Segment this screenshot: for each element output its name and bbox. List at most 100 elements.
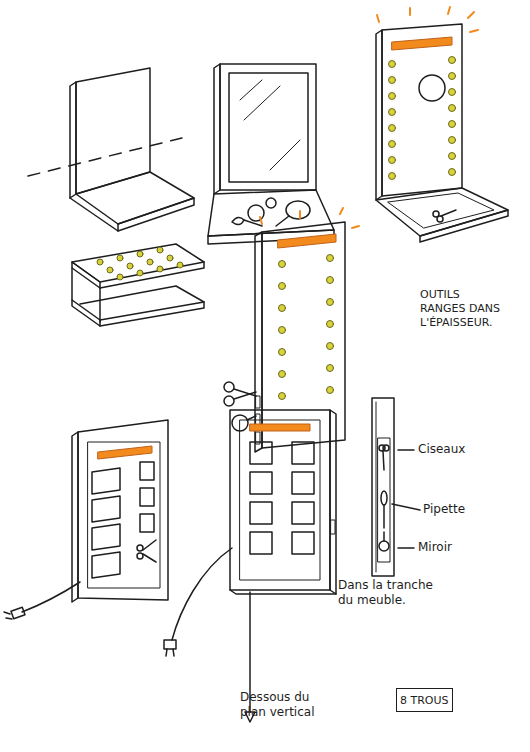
lit-panel-sketch-stroke-stroke xyxy=(389,157,396,164)
open-cabinet-sketch-stroke xyxy=(140,462,154,480)
open-cabinet-sketch-stroke xyxy=(137,545,143,551)
open-cabinet-sketch-stroke xyxy=(88,442,160,588)
shelf-sketch-stroke-stroke xyxy=(117,255,123,261)
panel-tools-sketch-stroke-stroke xyxy=(327,365,334,372)
lit-panel-sketch-stroke xyxy=(377,7,478,32)
edge-view-sketch-stroke xyxy=(379,541,389,551)
mirror-tray-sketch-stroke xyxy=(229,73,308,182)
panel-tools-sketch-stroke xyxy=(256,396,260,408)
lit-panel-sketch-stroke-stroke xyxy=(389,173,396,180)
shelf-sketch-stroke-stroke xyxy=(157,247,163,253)
boxed-note: 8 TROUS xyxy=(396,688,453,712)
open-cabinet-sketch-stroke xyxy=(4,612,10,614)
l-board-sketch-stroke xyxy=(118,198,194,231)
open-cabinet-sketch-stroke xyxy=(92,524,120,550)
open-cabinet-sketch-stroke xyxy=(140,488,154,506)
lit-panel-sketch-stroke-stroke xyxy=(448,7,450,14)
drawer-cabinet-sketch xyxy=(164,410,336,722)
open-cabinet-sketch-stroke xyxy=(140,514,154,532)
panel-tools-sketch-stroke-stroke xyxy=(327,343,334,350)
lit-panel-sketch-stroke-stroke xyxy=(449,169,456,176)
lit-panel-sketch xyxy=(376,7,508,242)
drawer-cabinet-sketch-stroke xyxy=(250,442,272,464)
edge-view-sketch-stroke xyxy=(392,504,420,510)
panel-tools-sketch-stroke-stroke xyxy=(327,321,334,328)
lit-panel-sketch-stroke-stroke xyxy=(468,12,474,18)
lit-panel-sketch-stroke xyxy=(376,30,382,200)
panel-tools-sketch-stroke-stroke xyxy=(327,277,334,284)
edge-view-sketch-stroke xyxy=(398,547,414,549)
l-board-sketch xyxy=(28,68,194,231)
drawer-cabinet-sketch-stroke xyxy=(173,649,174,656)
lit-panel-sketch-stroke-stroke xyxy=(389,109,396,116)
panel-tools-sketch-stroke-stroke xyxy=(340,208,343,214)
mirror-tray-sketch-stroke xyxy=(270,140,300,170)
mirror-tray-sketch-stroke xyxy=(266,198,276,208)
open-cabinet-sketch-stroke xyxy=(92,552,120,578)
open-cabinet-sketch-stroke xyxy=(143,554,156,562)
shelf-sketch-stroke-stroke xyxy=(147,259,153,265)
open-cabinet-sketch-stroke xyxy=(22,582,80,612)
panel-tools-sketch-stroke-stroke xyxy=(260,217,262,224)
shelf-sketch-stroke-stroke xyxy=(167,255,173,261)
lit-panel-sketch-stroke xyxy=(388,193,494,228)
drawer-cabinet-sketch-stroke xyxy=(166,649,167,656)
drawer-cabinet-sketch-stroke xyxy=(250,502,272,524)
lit-panel-sketch-stroke-stroke xyxy=(389,61,396,68)
drawer-cabinet-sketch-stroke xyxy=(292,502,314,524)
open-cabinet-sketch-stroke xyxy=(6,618,12,619)
shelf-sketch-stroke xyxy=(97,247,183,280)
lit-panel-sketch-stroke-stroke xyxy=(389,77,396,84)
lit-panel-sketch-stroke-stroke xyxy=(449,121,456,128)
panel-tools-sketch-stroke-stroke xyxy=(279,283,286,290)
open-cabinet-sketch-stroke xyxy=(72,432,78,602)
annotation: OUTILS RANGES DANS L'ÉPAISSEUR. xyxy=(420,288,502,329)
open-cabinet-sketch xyxy=(4,420,168,619)
mirror-tray-sketch-stroke xyxy=(232,217,244,224)
panel-tools-sketch-stroke-stroke xyxy=(327,299,334,306)
panel-tools-sketch-stroke xyxy=(224,382,234,392)
drawer-cabinet-sketch-stroke xyxy=(292,472,314,494)
lit-panel-sketch-stroke-stroke xyxy=(449,153,456,160)
drawer-cabinet-sketch-stroke xyxy=(250,532,272,554)
shelf-sketch-stroke-stroke xyxy=(137,270,143,276)
lit-panel-sketch-stroke xyxy=(441,210,456,216)
edge-view-sketch-stroke xyxy=(383,445,389,451)
drawer-cabinet-sketch-stroke xyxy=(250,424,310,431)
annotation: Ciseaux xyxy=(418,442,498,457)
open-cabinet-sketch-stroke xyxy=(143,540,156,550)
lit-panel-sketch-stroke-stroke xyxy=(389,141,396,148)
annotation: Dessous du plan vertical xyxy=(240,690,334,720)
panel-tools-sketch-stroke-stroke xyxy=(279,305,286,312)
lit-panel-sketch-stroke xyxy=(437,216,443,222)
edge-view-sketch xyxy=(372,398,420,576)
edge-view-sketch-stroke xyxy=(383,505,385,528)
panel-tools-sketch-stroke-stroke xyxy=(279,327,286,334)
shelf-sketch-stroke xyxy=(100,302,204,326)
panel-tools-sketch-stroke xyxy=(278,234,336,248)
shelf-sketch-stroke-stroke xyxy=(117,274,123,280)
drawer-cabinet-sketch-stroke xyxy=(172,548,232,640)
shelf-sketch-stroke-stroke xyxy=(157,266,163,272)
open-cabinet-sketch-stroke xyxy=(92,468,120,494)
mirror-tray-sketch-stroke xyxy=(240,80,262,100)
shelf-sketch-stroke-stroke xyxy=(107,267,113,273)
annotation: Pipette xyxy=(423,502,503,517)
edge-view-sketch-stroke xyxy=(378,438,390,562)
edge-view-sketch-stroke xyxy=(398,449,414,451)
panel-tools-sketch-stroke-stroke xyxy=(327,255,334,262)
lit-panel-sketch-stroke xyxy=(420,210,508,242)
lit-panel-sketch-stroke-stroke xyxy=(449,137,456,144)
shelf-sketch-stroke-stroke xyxy=(97,259,103,265)
drawer-cabinet-sketch-stroke xyxy=(164,640,176,649)
drawer-cabinet-sketch-stroke xyxy=(331,520,335,534)
edge-view-sketch-stroke xyxy=(381,491,387,505)
edge-view-sketch-stroke xyxy=(376,402,377,572)
mirror-tray-sketch-stroke xyxy=(220,64,316,190)
edge-view-sketch-stroke xyxy=(372,398,394,576)
drawer-cabinet-sketch-stroke xyxy=(230,410,330,590)
lit-panel-sketch-stroke xyxy=(419,75,445,101)
